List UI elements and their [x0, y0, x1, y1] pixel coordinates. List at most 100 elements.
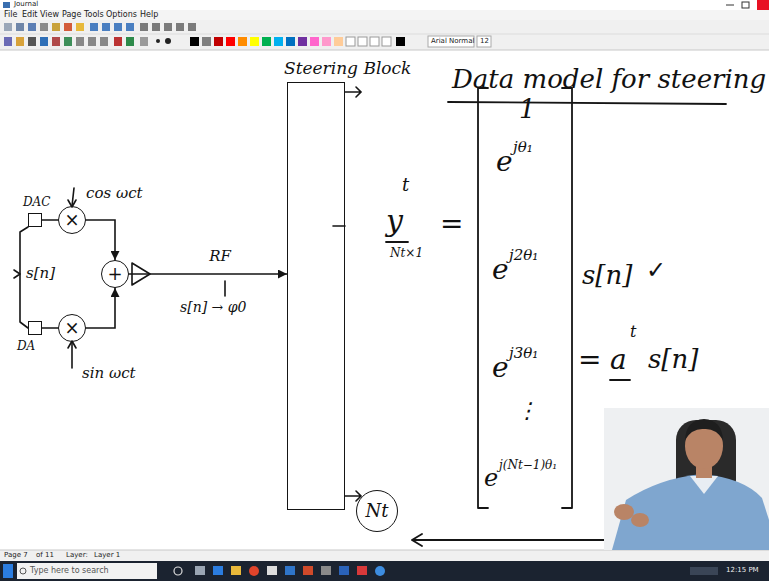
toolbar-icons [90, 23, 98, 31]
exponent: j(Nt−1)θ₁ [499, 459, 557, 471]
toolbar-icons [102, 23, 110, 31]
font-field: Arial Normal [431, 38, 474, 45]
status-and-taskbar [303, 566, 313, 575]
status-and-taskbar [321, 566, 331, 575]
toolbar-icons [52, 37, 60, 46]
status-and-taskbar [174, 567, 182, 575]
signal-wire [86, 220, 115, 260]
window-chrome [3, 2, 10, 8]
steering-block: Steering Block [287, 82, 345, 510]
status-and-taskbar [20, 568, 26, 574]
toolbar-icons [126, 37, 134, 46]
vector-entry: e [492, 354, 509, 382]
check-mark: ✓ [646, 258, 666, 282]
menu-item: Options [106, 11, 137, 19]
toolbar-icons [16, 37, 24, 46]
toolbar-icons [4, 23, 196, 46]
equals-sign: = [578, 346, 601, 374]
toolbar-icons [76, 37, 84, 46]
node-symbol: + [107, 265, 122, 283]
toolbar-icons [52, 23, 60, 31]
status-text: Page 7 [4, 552, 28, 559]
equation-strokes [562, 88, 572, 508]
vector-symbol: a [610, 346, 627, 374]
presenter-figure [612, 474, 769, 550]
window-chrome [0, 20, 769, 50]
signal-label: s[n] [26, 266, 55, 281]
color-palette [428, 36, 474, 47]
status-and-taskbar [375, 566, 385, 576]
transmitter-wiring [224, 281, 226, 296]
status-text: Layer: [66, 552, 88, 559]
toolbar-icons [188, 23, 196, 31]
menu-item: Help [140, 11, 158, 19]
window-chrome [0, 34, 769, 35]
status-and-taskbar [690, 567, 718, 575]
vector-symbol: y [386, 206, 403, 236]
vector-entry: e [496, 148, 513, 176]
adder-circle: + [101, 260, 129, 288]
dac-box: DA [28, 321, 42, 335]
color-palette [274, 37, 283, 46]
node-heading: DAC [23, 196, 50, 208]
window-title: Journal [14, 1, 38, 8]
window-chrome [742, 2, 749, 8]
mixer-circle: × [58, 314, 86, 342]
color-palette [370, 37, 379, 46]
toolbar-icons [140, 23, 148, 31]
color-palette [382, 37, 391, 46]
color-palette [334, 37, 343, 46]
node-symbol: Nt [366, 502, 389, 520]
presenter-figure [690, 476, 718, 494]
toolbar-icons [164, 23, 172, 31]
antenna-count-circle: Nt [356, 490, 398, 532]
menu-item: Edit [22, 11, 38, 19]
status-and-taskbar [357, 566, 367, 575]
toolbar-icons [16, 23, 24, 31]
status-text: of 11 [36, 552, 54, 559]
presenter-figure [631, 513, 649, 527]
transmitter-wiring [68, 341, 76, 348]
presenter-figure [685, 419, 723, 440]
search-box-text: Type here to search [30, 567, 109, 575]
color-palette [322, 37, 331, 46]
carrier-label: cos ωct [86, 186, 143, 201]
menu-item: File [4, 11, 17, 19]
menu-item: Tools [84, 11, 104, 19]
presenter-figure [614, 504, 634, 520]
node-heading: DA [17, 340, 35, 352]
color-palette [226, 37, 235, 46]
toolbar-icons [4, 37, 12, 46]
signal-wire [86, 288, 115, 328]
signal-wire [42, 327, 58, 329]
color-palette [286, 37, 295, 46]
color-palette [214, 37, 223, 46]
color-palette [477, 36, 491, 47]
status-and-taskbar [3, 564, 13, 578]
color-palette [396, 37, 405, 46]
color-palette [190, 37, 199, 46]
superscript: t [402, 176, 409, 194]
color-palette [310, 37, 319, 46]
node-heading: Steering Block [284, 60, 411, 77]
color-palette [250, 37, 259, 46]
status-text: Layer 1 [94, 552, 120, 559]
signal-label: s[n] [648, 346, 698, 372]
status-and-taskbar [0, 561, 769, 581]
menu-item: View [40, 11, 59, 19]
vector-entry: e [492, 256, 509, 284]
toolbar-icons [165, 38, 171, 44]
status-and-taskbar [0, 550, 769, 581]
transmitter-wiring [71, 342, 73, 368]
toolbar-icons [40, 23, 48, 31]
status-and-taskbar [213, 566, 223, 575]
steering-output-stubs [345, 87, 361, 97]
color-palette [190, 36, 491, 47]
wire-label: RF [207, 249, 233, 264]
toolbar-icons [140, 37, 148, 46]
steering-output-stubs [333, 87, 361, 501]
equals-sign: = [440, 210, 463, 238]
toolbar-icons [40, 37, 48, 46]
transmitter-wiring [14, 270, 20, 278]
